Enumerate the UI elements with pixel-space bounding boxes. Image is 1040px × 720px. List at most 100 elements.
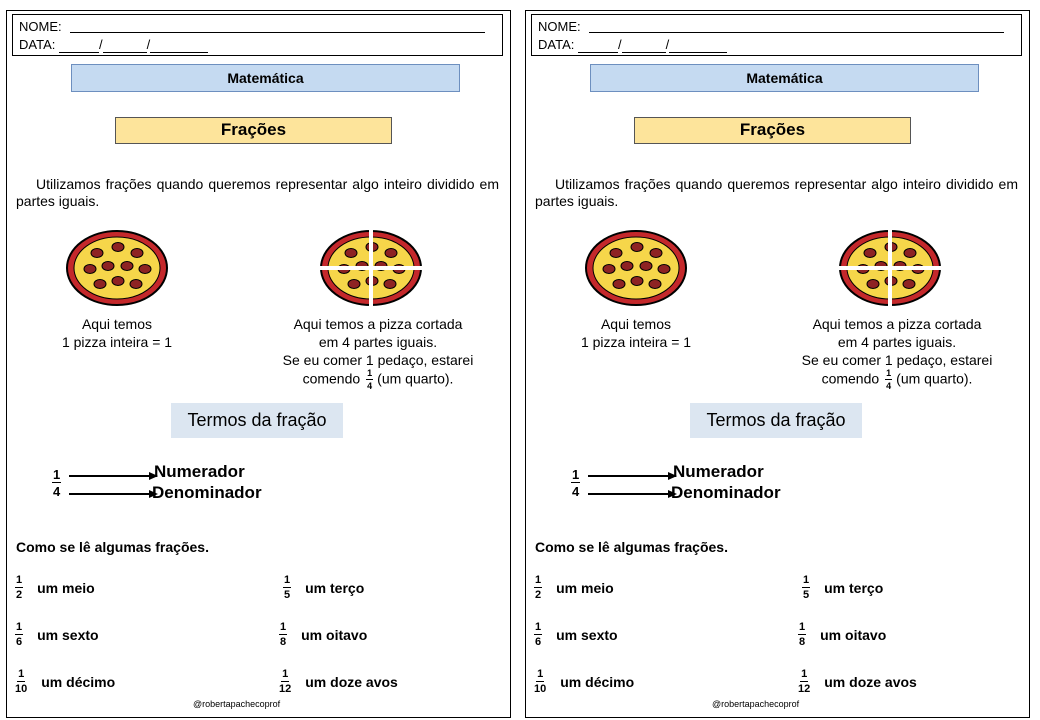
fraction-denominator: 4: [53, 484, 61, 499]
arrow-icons: [588, 472, 677, 498]
fraction-denominator: 2: [16, 589, 23, 601]
subject-banner: Matemática: [590, 64, 979, 92]
fraction-denominator: 5: [284, 589, 291, 601]
sliced-pizza-caption: Aqui temos a pizza cortada em 4 partes i…: [260, 315, 496, 391]
date-label: DATA:: [19, 37, 56, 52]
name-label: NOME:: [19, 19, 62, 34]
reading-text: um doze avos: [824, 674, 917, 690]
caption-line: Aqui temos: [600, 316, 672, 332]
fraction-denominator: 8: [280, 636, 287, 648]
intro-paragraph: Utilizamos frações quando queremos repre…: [535, 176, 1018, 209]
whole-pizza-caption: Aqui temos 1 pizza inteira = 1: [556, 315, 716, 351]
topic-banner: Frações: [115, 117, 392, 144]
fraction-denominator: 6: [535, 636, 542, 648]
whole-pizza-caption: Aqui temos 1 pizza inteira = 1: [37, 315, 197, 351]
numerator-label: Numerador: [154, 462, 245, 481]
fraction-numerator: 1: [534, 574, 543, 588]
fraction-numerator: 1: [281, 668, 290, 682]
reading-title: Como se lê algumas frações.: [535, 539, 728, 555]
caption-line: Aqui temos a pizza cortada: [293, 316, 463, 332]
student-header: NOME: DATA: //: [12, 14, 503, 56]
caption-text: comendo: [302, 370, 361, 387]
denominator-label: Denominador: [671, 483, 781, 502]
date-row: DATA: //: [19, 37, 209, 53]
date-year-line: [669, 40, 728, 53]
fraction-numerator: 1: [279, 621, 288, 635]
caption-line: 1 pizza inteira = 1: [580, 334, 692, 350]
caption-line: Aqui temos: [81, 316, 153, 332]
date-row: DATA: //: [538, 37, 728, 53]
fraction-numerator: 1: [283, 574, 292, 588]
date-label: DATA:: [538, 37, 575, 52]
date-year-line: [150, 40, 209, 53]
reading-text: um terço: [305, 580, 365, 596]
name-line: [70, 32, 485, 33]
caption-line: em 4 partes iguais.: [837, 334, 957, 350]
caption-line: em 4 partes iguais.: [318, 334, 438, 350]
author-credit: @robertapachecoprof: [712, 699, 800, 709]
caption-line: Se eu comer 1 pedaço, estarei: [801, 352, 993, 368]
caption-text: (um quarto).: [896, 370, 973, 387]
fraction-numerator: 1: [885, 368, 893, 380]
caption-line: Se eu comer 1 pedaço, estarei: [282, 352, 474, 368]
date-day-line: [577, 40, 618, 53]
reading-text: um oitavo: [301, 627, 368, 643]
fraction-denominator: 8: [799, 636, 806, 648]
topic-banner: Frações: [634, 117, 911, 144]
fraction-numerator: 1: [536, 668, 545, 682]
fraction-numerator: 1: [15, 621, 24, 635]
reading-text: um oitavo: [820, 627, 887, 643]
fraction-denominator: 6: [16, 636, 23, 648]
reading-text: um sexto: [556, 627, 618, 643]
fraction-numerator: 1: [800, 668, 809, 682]
subject-banner: Matemática: [71, 64, 460, 92]
sliced-pizza-caption: Aqui temos a pizza cortada em 4 partes i…: [779, 315, 1015, 391]
fraction-numerator: 1: [534, 621, 543, 635]
fraction-numerator: 1: [17, 668, 26, 682]
date-month-line: [102, 40, 147, 53]
denominator-label: Denominador: [152, 483, 262, 502]
reading-text: um terço: [824, 580, 884, 596]
fraction-denominator: 4: [886, 381, 892, 391]
name-line: [589, 32, 1004, 33]
caption-text: (um quarto).: [377, 370, 454, 387]
caption-line: Aqui temos a pizza cortada: [812, 316, 982, 332]
whole-pizza-image: [585, 230, 687, 306]
fraction-denominator: 10: [15, 683, 28, 695]
fraction-denominator: 5: [803, 589, 810, 601]
fraction-numerator: 1: [366, 368, 374, 380]
reading-text: um meio: [37, 580, 95, 596]
fraction-numerator: 1: [571, 467, 581, 483]
fraction-numerator: 1: [798, 621, 807, 635]
intro-paragraph: Utilizamos frações quando queremos repre…: [16, 176, 499, 209]
name-row: NOME:: [19, 19, 62, 35]
name-label: NOME:: [538, 19, 581, 34]
fraction-numerator: 1: [52, 467, 62, 483]
caption-text: comendo: [821, 370, 880, 387]
sliced-pizza-image: [319, 229, 423, 307]
fraction-numerator: 1: [802, 574, 811, 588]
date-day-line: [58, 40, 99, 53]
arrow-icons: [69, 472, 158, 498]
